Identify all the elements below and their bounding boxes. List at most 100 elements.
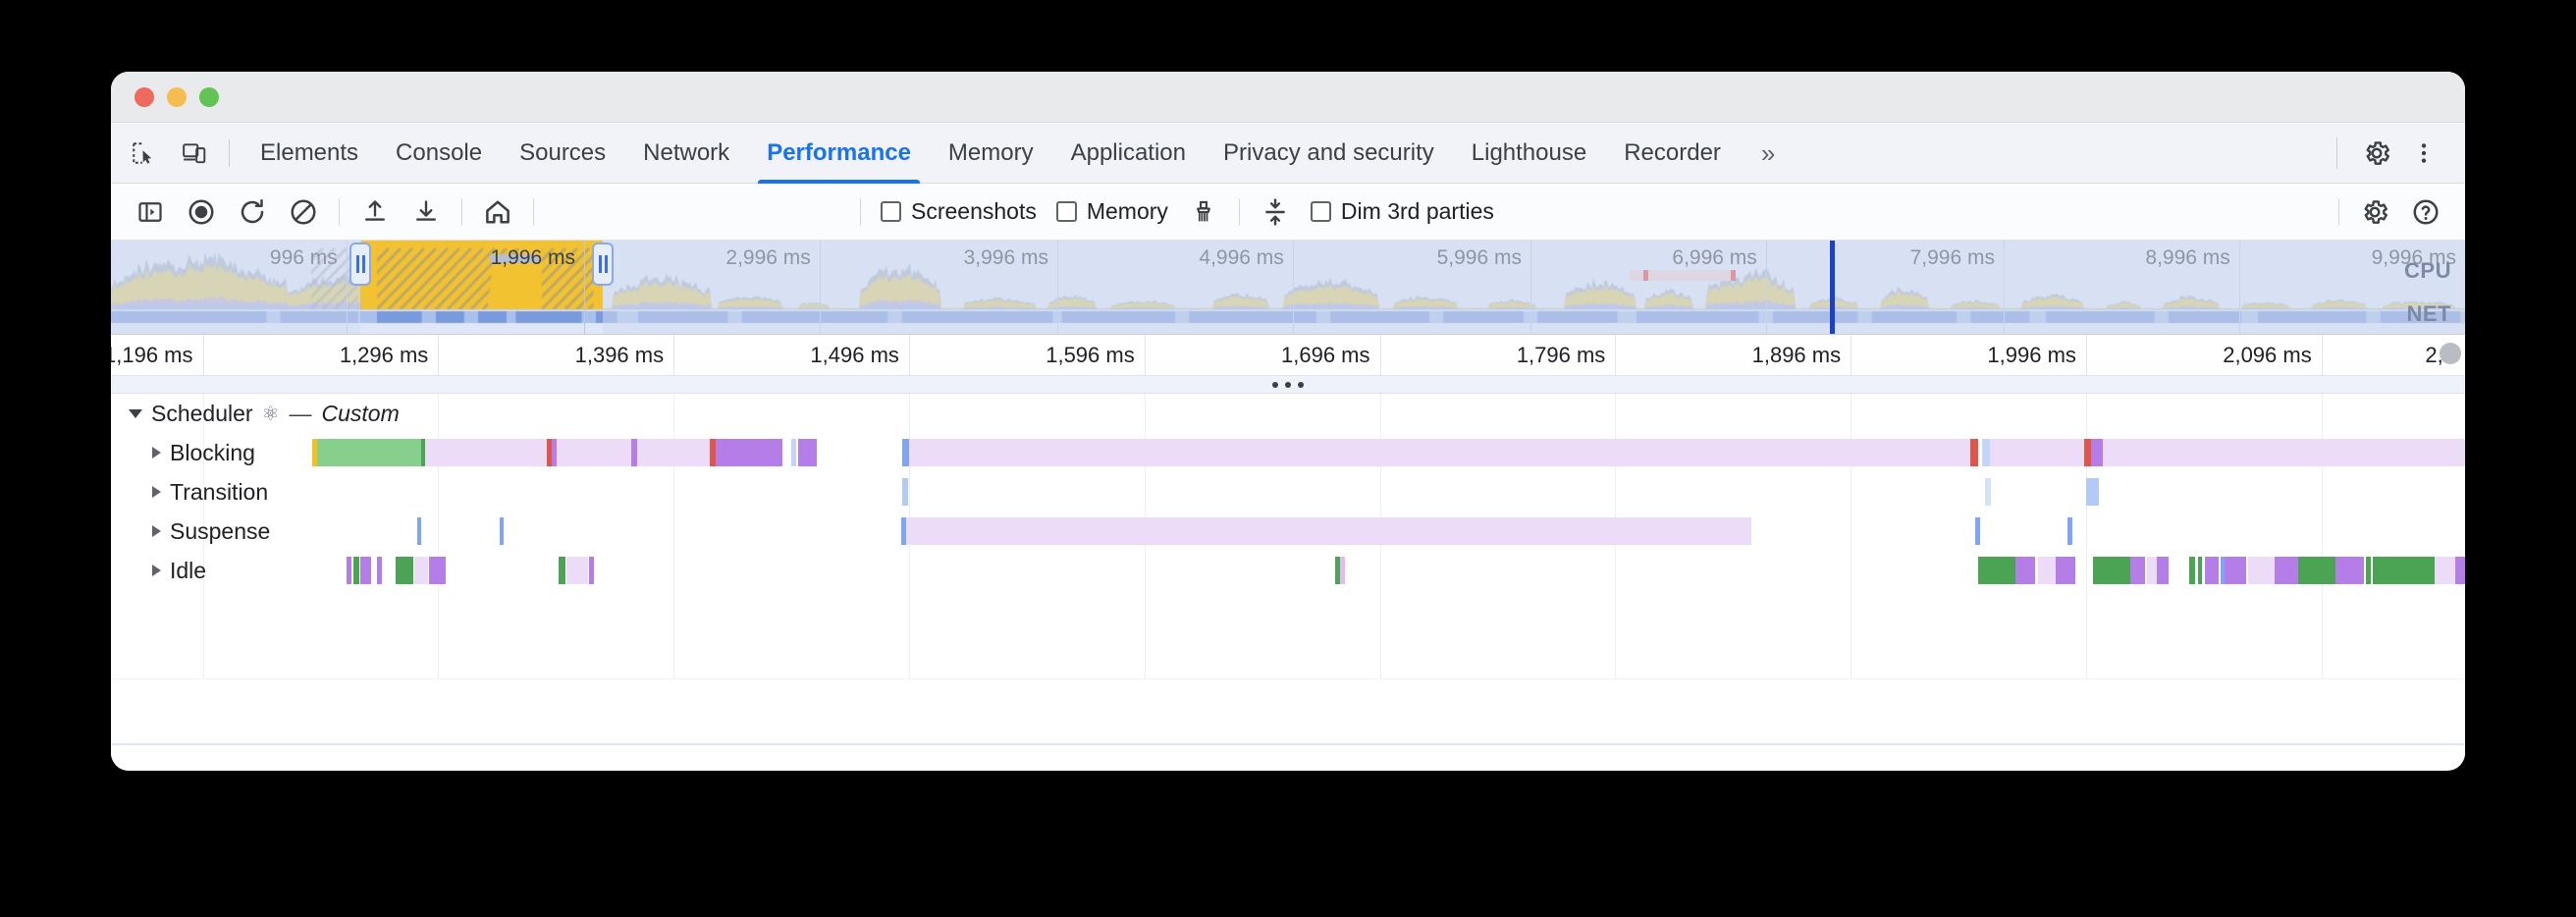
flame-event-bar[interactable] — [908, 439, 1971, 466]
flame-event-bar[interactable] — [905, 517, 1751, 545]
flame-event-bar[interactable] — [1982, 439, 1990, 466]
help-icon[interactable] — [2404, 190, 2447, 234]
flame-event-bar[interactable] — [2335, 557, 2364, 584]
flame-event-bar[interactable] — [588, 557, 595, 584]
flame-event-bar[interactable] — [900, 517, 906, 545]
flame-event-bar[interactable] — [420, 439, 426, 466]
chevron-right-icon[interactable] — [152, 486, 161, 498]
chevron-right-icon[interactable] — [152, 565, 161, 576]
flame-event-bar[interactable] — [710, 439, 717, 466]
flame-event-bar[interactable] — [2085, 478, 2100, 506]
inspect-element-icon[interactable] — [125, 135, 162, 172]
flame-event-bar[interactable] — [414, 557, 428, 584]
flame-event-bar[interactable] — [2197, 557, 2203, 584]
flame-event-bar[interactable] — [558, 557, 565, 584]
capture-settings-gear-icon[interactable] — [2353, 190, 2396, 234]
dim-third-parties-checkbox-box[interactable] — [1310, 201, 1331, 222]
clear-button[interactable] — [282, 190, 325, 234]
download-profile-button[interactable] — [404, 190, 448, 234]
device-toolbar-icon[interactable] — [176, 135, 213, 172]
flame-event-bar[interactable] — [2090, 439, 2103, 466]
track-bars-suspense[interactable] — [111, 512, 2465, 551]
tab-memory[interactable]: Memory — [947, 138, 1034, 166]
resizer[interactable] — [111, 376, 2465, 394]
track-bars-blocking[interactable] — [111, 433, 2465, 472]
screenshots-checkbox-box[interactable] — [881, 201, 901, 222]
flame-event-bar[interactable] — [2055, 557, 2076, 584]
tab-performance[interactable]: Performance — [748, 123, 930, 184]
flame-event-bar[interactable] — [428, 557, 446, 584]
track-row-blocking[interactable]: Blocking — [111, 433, 2465, 472]
window-minimize-button[interactable] — [167, 86, 187, 107]
flame-event-bar[interactable] — [721, 439, 782, 466]
flame-event-bar[interactable] — [2225, 557, 2246, 584]
overview-window-handle-right[interactable] — [592, 243, 615, 286]
flame-event-bar[interactable] — [2083, 439, 2091, 466]
flame-event-bar[interactable] — [2366, 557, 2372, 584]
flame-event-bar[interactable] — [396, 557, 414, 584]
flame-event-bar[interactable] — [1339, 557, 1346, 584]
flame-event-bar[interactable] — [2156, 557, 2169, 584]
flame-event-bar[interactable] — [416, 517, 422, 545]
flame-event-bar[interactable] — [2205, 557, 2220, 584]
flame-event-bar[interactable] — [901, 478, 908, 506]
flame-chart-area[interactable]: Scheduler ⚛ — Custom Blocking Transition — [111, 394, 2465, 759]
flame-event-bar[interactable] — [1970, 439, 1978, 466]
track-row-suspense[interactable]: Suspense — [111, 512, 2465, 551]
settings-gear-icon[interactable] — [2357, 134, 2396, 173]
tab-elements[interactable]: Elements — [260, 138, 359, 166]
flame-event-bar[interactable] — [556, 439, 632, 466]
flame-event-bar[interactable] — [2014, 557, 2036, 584]
track-row-transition[interactable]: Transition — [111, 472, 2465, 512]
flame-event-bar[interactable] — [901, 439, 909, 466]
more-options-icon[interactable] — [2404, 134, 2443, 173]
flame-event-bar[interactable] — [2248, 557, 2275, 584]
tab-network[interactable]: Network — [643, 138, 730, 166]
flame-event-bar[interactable] — [566, 557, 588, 584]
flame-event-bar[interactable] — [2220, 557, 2226, 584]
screenshots-checkbox[interactable]: Screenshots — [881, 198, 1037, 225]
flame-event-bar[interactable] — [317, 439, 421, 466]
flame-event-bar[interactable] — [636, 439, 711, 466]
track-bars-idle[interactable] — [111, 551, 2465, 590]
flame-event-bar[interactable] — [2297, 557, 2336, 584]
track-bars-transition[interactable] — [111, 472, 2465, 512]
record-button[interactable] — [180, 190, 223, 234]
window-close-button[interactable] — [134, 86, 154, 107]
timeline-overview[interactable]: 996 ms1,996 ms2,996 ms3,996 ms4,996 ms5,… — [111, 241, 2465, 335]
flame-event-bar[interactable] — [798, 439, 818, 466]
flame-event-bar[interactable] — [551, 439, 557, 466]
window-zoom-button[interactable] — [199, 86, 219, 107]
collect-garbage-icon[interactable] — [1182, 190, 1225, 234]
flame-event-bar[interactable] — [631, 439, 637, 466]
chevron-right-icon[interactable] — [152, 447, 161, 458]
chevron-right-icon[interactable] — [152, 525, 161, 537]
more-tabs-icon[interactable]: » — [1760, 137, 1776, 168]
upload-profile-button[interactable] — [353, 190, 397, 234]
track-group-scheduler[interactable]: Scheduler ⚛ — Custom — [111, 394, 2465, 433]
memory-checkbox-box[interactable] — [1055, 201, 1077, 222]
track-row-idle[interactable]: Idle — [111, 551, 2465, 590]
flame-event-bar[interactable] — [2130, 557, 2145, 584]
flame-event-bar[interactable] — [352, 557, 359, 584]
flame-event-bar[interactable] — [425, 439, 547, 466]
flame-event-bar[interactable] — [360, 557, 371, 584]
tab-lighthouse[interactable]: Lighthouse — [1471, 138, 1587, 166]
tab-privacy-and-security[interactable]: Privacy and security — [1223, 138, 1434, 166]
chevron-down-icon[interactable] — [129, 408, 142, 418]
flame-event-bar[interactable] — [1334, 557, 1340, 584]
flame-event-bar[interactable] — [312, 439, 318, 466]
flame-event-bar[interactable] — [2093, 557, 2131, 584]
flame-event-bar[interactable] — [2147, 557, 2157, 584]
expand-collapse-icon[interactable] — [1254, 190, 1297, 234]
flame-event-bar[interactable] — [1984, 478, 1991, 506]
flame-event-bar[interactable] — [2373, 557, 2435, 584]
home-button[interactable] — [476, 190, 519, 234]
flame-event-bar[interactable] — [2434, 557, 2456, 584]
tab-console[interactable]: Console — [396, 138, 483, 166]
dim-third-parties-checkbox[interactable]: Dim 3rd parties — [1310, 198, 1494, 225]
flame-event-bar[interactable] — [499, 517, 504, 545]
tab-application[interactable]: Application — [1070, 138, 1187, 166]
flame-event-bar[interactable] — [1975, 517, 1980, 545]
